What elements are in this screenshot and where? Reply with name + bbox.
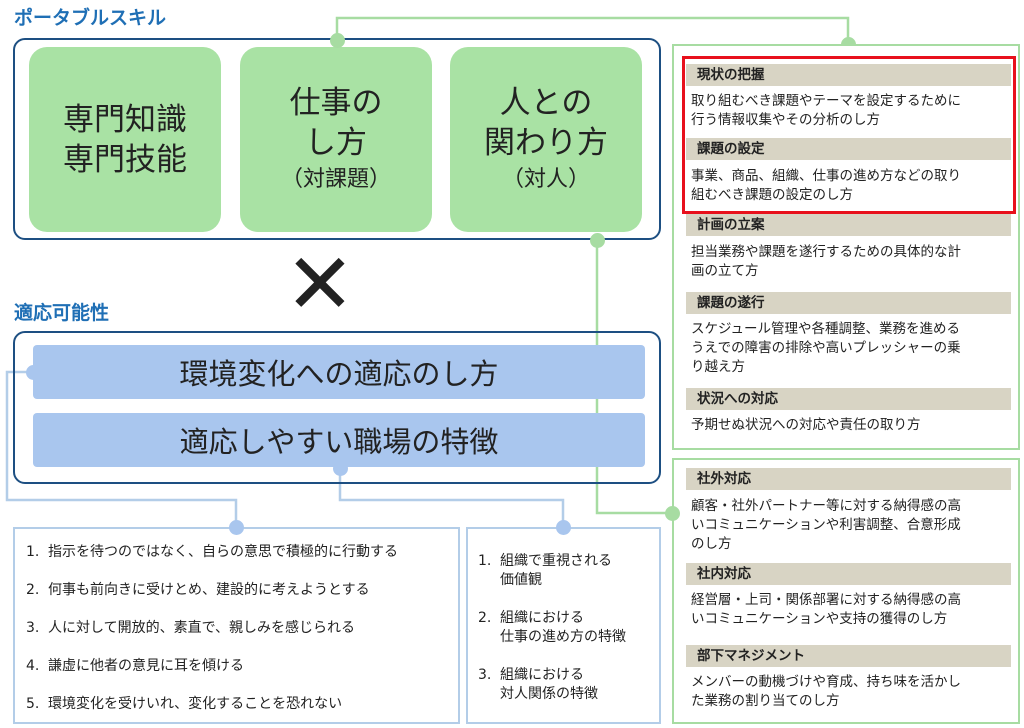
list-item: 1. 指示を待つのではなく、自らの意思で積極的に行動する <box>26 543 398 562</box>
item-number: 2. <box>478 610 492 626</box>
skill-desc-line: 取り組むべき課題やテーマを設定するために <box>691 93 961 109</box>
skill-head-internal: 社内対応 <box>686 563 1011 585</box>
skill-desc-planning: 担当業務や課題を遂行するための具体的な計 画の立て方 <box>691 243 961 281</box>
skill-desc-line: うえでの障害の排除や高いプレッシャーの乗 <box>691 340 961 356</box>
skill-desc-internal: 経営層・上司・関係部署に対する納得感の高 いコミュニケーションや支持の獲得のし方 <box>691 591 961 629</box>
item-number: 5. <box>26 696 40 712</box>
item-text: 謙虚に他者の意見に耳を傾ける <box>48 658 244 674</box>
multiply-icon: ✕ <box>284 235 356 333</box>
skill-desc-line: スケジュール管理や各種調整、業務を進める <box>691 321 961 337</box>
connector-dot <box>26 365 41 380</box>
skill-head-problem-setting: 課題の設定 <box>686 138 1011 160</box>
item-text: 環境変化を受けいれ、変化することを恐れない <box>48 696 343 712</box>
skill-desc-line: いコミュニケーションや支持の獲得のし方 <box>691 611 948 627</box>
list-item: 2. 何事も前向きに受けとめ、建設的に考えようとする <box>26 581 370 600</box>
skill-head-planning: 計画の立案 <box>686 214 1011 236</box>
portable-skill-title: ポータブルスキル <box>14 7 167 29</box>
connector-dot <box>229 520 244 535</box>
skill-head-current-state: 現状の把握 <box>686 64 1011 86</box>
skill-desc-current-state: 取り組むべき課題やテーマを設定するために 行う情報収集やその分析のし方 <box>691 92 961 130</box>
connector-dot <box>665 506 680 521</box>
connector-dot <box>333 461 348 476</box>
card-people-approach: 人との 関わり方 （対人） <box>450 47 642 232</box>
card-people-line1: 人との <box>499 84 593 121</box>
skill-desc-line: メンバーの動機づけや育成、持ち味を活かし <box>691 674 961 690</box>
skill-desc-line: 事業、商品、組織、仕事の進め方などの取り <box>691 168 961 184</box>
item-text: 組織における <box>500 667 584 683</box>
item-text: 人に対して開放的、素直で、親しみを感じられる <box>48 620 356 636</box>
skill-desc-line: 顧客・社外パートナー等に対する納得感の高 <box>691 498 961 514</box>
list-item: 1. 組織で重視される 価値観 <box>478 552 612 590</box>
skill-desc-line: のし方 <box>691 536 732 552</box>
list-item: 4. 謙虚に他者の意見に耳を傾ける <box>26 657 244 676</box>
skill-desc-line: た業務の割り当てのし方 <box>691 693 840 709</box>
connector-adapt-to-personal-traits <box>5 370 238 527</box>
card-task-line1: 仕事の <box>289 84 383 121</box>
adapt-bar-environment-change: 環境変化への適応のし方 <box>33 345 645 399</box>
card-expertise-line2: 専門技能 <box>63 141 187 178</box>
personal-traits-box: 1. 指示を待つのではなく、自らの意思で積極的に行動する 2. 何事も前向きに受けと… <box>13 527 460 724</box>
skill-desc-line: り越え方 <box>691 359 745 375</box>
skill-desc-line: 画の立て方 <box>691 263 759 279</box>
item-number: 1. <box>26 544 40 560</box>
connector-portable-to-task-skills <box>335 16 850 44</box>
skill-head-external: 社外対応 <box>686 468 1011 490</box>
item-number: 2. <box>26 582 40 598</box>
skill-desc-line: 担当業務や課題を遂行するための具体的な計 <box>691 244 961 260</box>
connector-dot <box>590 233 605 248</box>
item-text: 組織における <box>500 610 584 626</box>
connector-dot <box>330 33 345 48</box>
item-number: 3. <box>478 667 492 683</box>
skill-head-situation-response: 状況への対応 <box>686 388 1011 410</box>
list-item: 3. 人に対して開放的、素直で、親しみを感じられる <box>26 619 355 638</box>
skill-desc-execution: スケジュール管理や各種調整、業務を進める うえでの障害の排除や高いプレッシャーの… <box>691 320 961 377</box>
connector-dot <box>556 520 571 535</box>
item-text: 価値観 <box>500 572 542 588</box>
item-text: 対人関係の特徴 <box>500 686 598 702</box>
card-people-line2: 関わり方 <box>484 124 608 161</box>
item-number: 3. <box>26 620 40 636</box>
item-number: 1. <box>478 553 492 569</box>
skill-head-execution: 課題の遂行 <box>686 292 1011 314</box>
highlight-box <box>682 56 1016 214</box>
adaptability-frame <box>13 331 661 484</box>
list-item: 2. 組織における 仕事の進め方の特徴 <box>478 609 626 647</box>
people-skills-box <box>672 458 1020 724</box>
skill-desc-line: 予期せぬ状況への対応や責任の取り方 <box>691 417 921 433</box>
connector-adapt-to-workplace-traits <box>338 468 565 527</box>
card-expertise: 専門知識 専門技能 <box>29 47 221 232</box>
skill-desc-external: 顧客・社外パートナー等に対する納得感の高 いコミュニケーションや利害調整、合意形… <box>691 497 961 554</box>
item-text: 組織で重視される <box>500 553 612 569</box>
skill-desc-line: 行う情報収集やその分析のし方 <box>691 112 880 128</box>
skill-desc-line: 組むべき課題の設定のし方 <box>691 187 853 203</box>
skill-desc-subordinate-mgmt: メンバーの動機づけや育成、持ち味を活かし た業務の割り当てのし方 <box>691 673 961 711</box>
workplace-traits-box: 1. 組織で重視される 価値観 2. 組織における 仕事の進め方の特徴 3. 組織にお… <box>466 527 661 724</box>
card-task-approach: 仕事の し方 （対課題） <box>240 47 432 232</box>
list-item: 5. 環境変化を受けいれ、変化することを恐れない <box>26 695 342 714</box>
item-text: 仕事の進め方の特徴 <box>500 629 626 645</box>
card-task-sub: （対課題） <box>280 166 391 192</box>
skill-desc-line: いコミュニケーションや利害調整、合意形成 <box>691 517 961 533</box>
item-text: 何事も前向きに受けとめ、建設的に考えようとする <box>48 582 370 598</box>
skill-head-subordinate-mgmt: 部下マネジメント <box>686 645 1011 667</box>
item-text: 指示を待つのではなく、自らの意思で積極的に行動する <box>48 544 398 560</box>
skill-desc-problem-setting: 事業、商品、組織、仕事の進め方などの取り 組むべき課題の設定のし方 <box>691 167 961 205</box>
adapt-bar-workplace-features: 適応しやすい職場の特徴 <box>33 413 645 467</box>
skill-desc-line: 経営層・上司・関係部署に対する納得感の高 <box>691 592 961 608</box>
list-item: 3. 組織における 対人関係の特徴 <box>478 666 598 704</box>
card-expertise-line1: 専門知識 <box>63 101 187 138</box>
item-number: 4. <box>26 658 40 674</box>
task-skills-box <box>672 44 1020 450</box>
skill-desc-situation-response: 予期せぬ状況への対応や責任の取り方 <box>691 416 921 435</box>
card-task-line2: し方 <box>305 124 367 161</box>
card-people-sub: （対人） <box>501 166 590 192</box>
adaptability-title: 適応可能性 <box>14 302 110 324</box>
